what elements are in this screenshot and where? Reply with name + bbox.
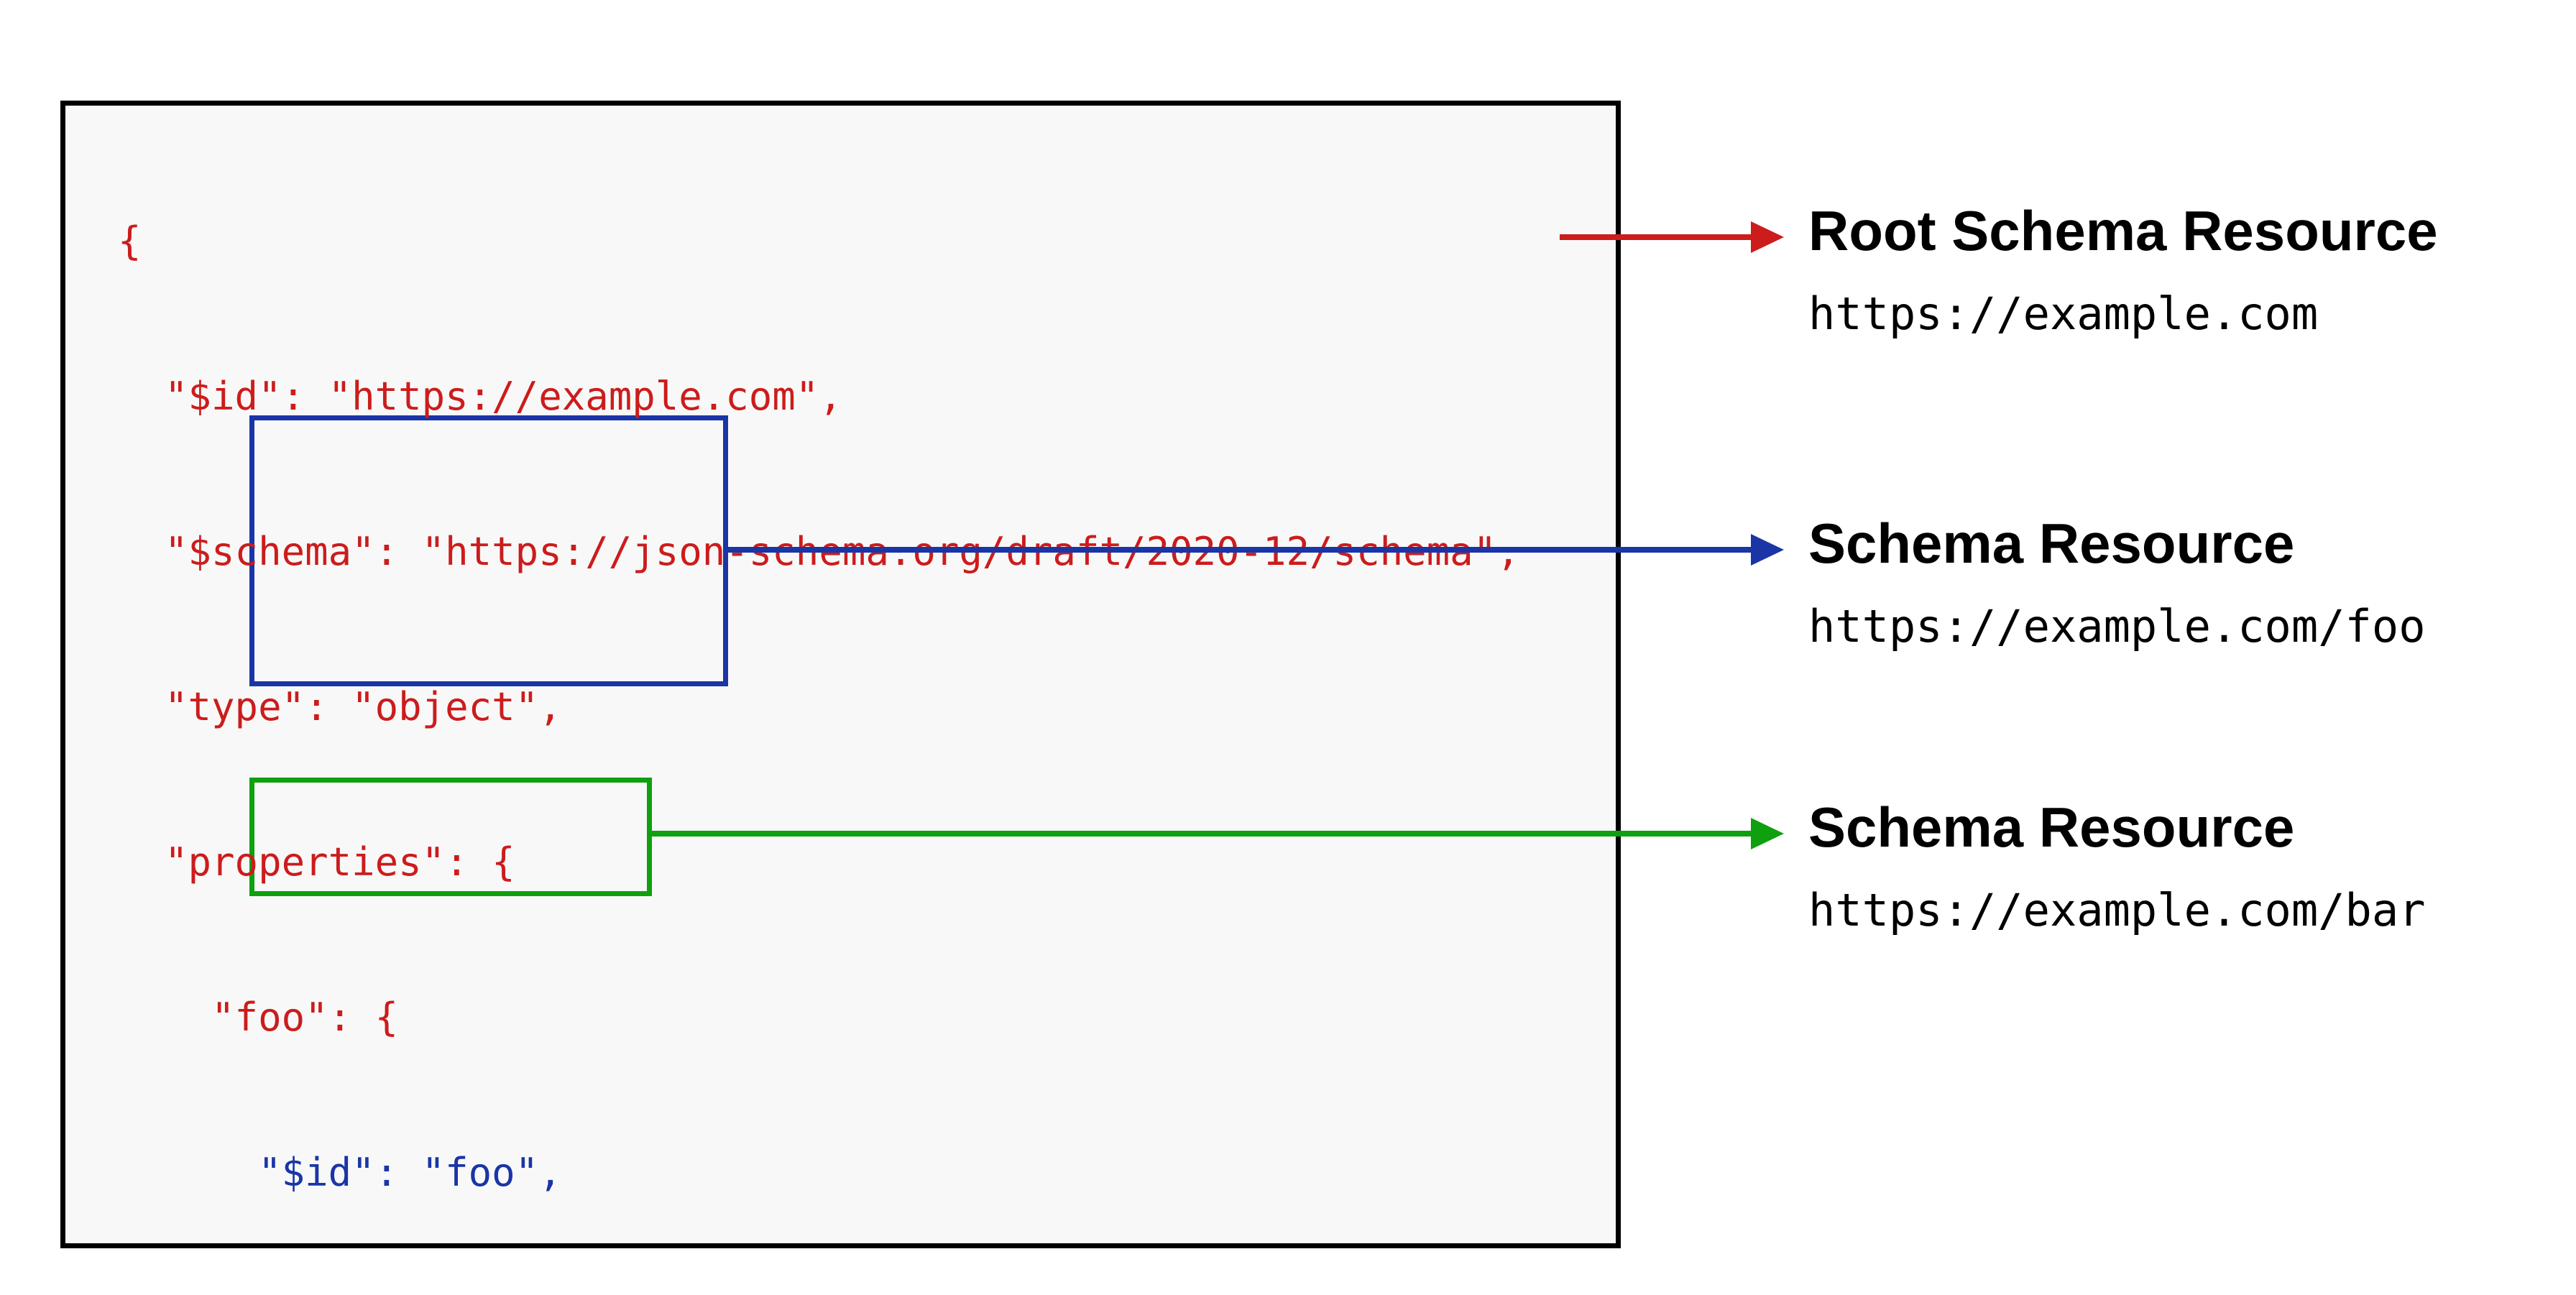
- annotation-title-foo: Schema Resource: [1808, 512, 2295, 575]
- bar-schema-resource-box: [249, 778, 652, 896]
- arrow-shaft: [651, 831, 1752, 837]
- annotation-title-bar: Schema Resource: [1808, 796, 2295, 859]
- annotation-url-foo: https://example.com/foo: [1808, 600, 2426, 653]
- annotation-title-root: Root Schema Resource: [1808, 199, 2438, 262]
- json-code-line: "foo": {: [118, 995, 399, 1040]
- json-code-line: "type": "object",: [118, 684, 562, 729]
- arrow-head-icon: [1751, 534, 1784, 566]
- annotation-url-root: https://example.com: [1808, 287, 2319, 340]
- foo-schema-resource-box: [249, 415, 728, 686]
- arrow-shaft: [1560, 234, 1752, 240]
- json-code-line: {: [118, 218, 142, 264]
- schema-frame: [60, 101, 1621, 1248]
- json-code: { "$id": "https://example.com", "$schema…: [118, 112, 1520, 1295]
- arrow-head-icon: [1751, 221, 1784, 253]
- annotation-url-bar: https://example.com/bar: [1808, 884, 2426, 936]
- arrow-shaft: [727, 547, 1752, 553]
- json-code-line-foo: "$id": "foo",: [118, 1150, 562, 1195]
- json-code-line: "$id": "https://example.com",: [118, 374, 842, 419]
- json-code-line: "properties": {: [118, 839, 515, 885]
- arrow-head-icon: [1751, 818, 1784, 849]
